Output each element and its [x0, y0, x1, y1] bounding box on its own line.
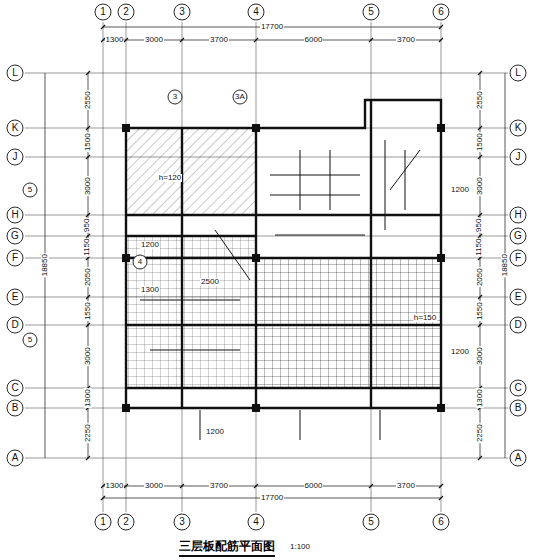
rebar-length: 1200 [205, 428, 225, 436]
axis-bubble-label: H [10, 210, 19, 221]
dimension-text: 3000 [144, 482, 164, 490]
axis-bubble-label: G [513, 231, 523, 242]
axis-bubble-label: 2 [122, 7, 130, 18]
axis-bubble-label: 3 [178, 7, 186, 18]
callout-number: 5 [27, 186, 33, 194]
dimension-text: 18850 [501, 253, 509, 277]
dimension-text: 3700 [396, 482, 416, 490]
rebar-length: 1200 [450, 186, 470, 194]
axis-bubble-label: E [514, 292, 523, 303]
axis-bubble-label: 1 [99, 7, 107, 18]
rebar-length: 2500 [200, 278, 220, 286]
dimension-text: 1300 [476, 388, 484, 408]
axis-bubble-label: G [10, 231, 20, 242]
dimension-text: 3700 [209, 482, 229, 490]
callout-number: 3A [234, 93, 246, 101]
dimension-text: 6000 [304, 482, 324, 490]
dimension-text: 3000 [476, 347, 484, 367]
axis-bubble-label: J [515, 152, 522, 163]
axis-bubble-label: L [514, 68, 522, 79]
dimension-text: 2050 [84, 268, 92, 288]
dimension-text: 2550 [84, 91, 92, 111]
callout-number: 4 [137, 258, 143, 266]
dimension-text: 950 [476, 218, 484, 233]
dimension-text: 3700 [209, 36, 229, 44]
axis-bubble-label: E [11, 292, 20, 303]
dimension-text: 3700 [396, 36, 416, 44]
scale-text: 1:100 [289, 543, 311, 551]
dimension-text: 950 [84, 218, 92, 233]
axis-bubble-label: 6 [437, 517, 445, 528]
axis-bubble-label: J [12, 152, 19, 163]
dimension-text: 2050 [476, 268, 484, 288]
dimension-text: 1150 [476, 237, 484, 256]
axis-bubble-label: 1 [99, 517, 107, 528]
dimension-text: 2250 [84, 423, 92, 443]
axis-bubble-label: C [513, 383, 522, 394]
axis-bubble-label: A [11, 453, 20, 464]
rebar-length: 1300 [140, 286, 160, 294]
axis-bubble-label: A [514, 453, 523, 464]
dimension-text: 1150 [84, 237, 92, 256]
dimension-text: 17700 [260, 23, 284, 31]
axis-bubble-label: F [11, 253, 19, 264]
dimension-text: 2250 [476, 423, 484, 443]
slab-thickness: h=120 [158, 174, 182, 182]
dimension-text: 17700 [260, 494, 284, 502]
dimension-text: 1300 [84, 388, 92, 408]
callout-number: 3 [172, 93, 178, 101]
slab-thickness: h=150 [413, 314, 437, 322]
axis-bubble-label: F [514, 253, 522, 264]
axis-bubble-label: L [11, 68, 19, 79]
drawing-title: 三层板配筋平面图 [179, 538, 275, 557]
dimension-text: 1550 [84, 301, 92, 321]
dimension-text: 2550 [476, 91, 484, 111]
dimension-text: 6000 [304, 36, 324, 44]
axis-bubble-label: K [514, 123, 523, 134]
dimension-text: 18850 [41, 253, 49, 277]
axis-bubble-label: K [11, 123, 20, 134]
axis-bubble-label: 5 [367, 517, 375, 528]
axis-bubble-label: 3 [178, 517, 186, 528]
axis-bubble-label: C [10, 383, 19, 394]
rebar-length: 1200 [140, 241, 160, 249]
dimension-text: 1300 [105, 482, 125, 490]
axis-bubble-label: 2 [122, 517, 130, 528]
dimension-text: 1550 [476, 301, 484, 321]
axis-bubble-label: H [513, 210, 522, 221]
rebar-length: 1200 [450, 348, 470, 356]
axis-bubble-label: D [513, 320, 522, 331]
dimension-text: 1300 [105, 36, 125, 44]
callout-number: 5 [27, 336, 33, 344]
dimension-text: 3000 [84, 347, 92, 367]
axis-bubble-label: 5 [367, 7, 375, 18]
dimension-text: 3000 [84, 176, 92, 196]
axis-bubble-label: 6 [437, 7, 445, 18]
axis-bubble-label: D [10, 320, 19, 331]
axis-bubble-label: B [11, 403, 20, 414]
dimension-text: 3000 [476, 176, 484, 196]
dimension-text: 1500 [84, 133, 92, 153]
axis-bubble-label: B [514, 403, 523, 414]
axis-bubble-label: 4 [252, 7, 260, 18]
axis-bubble-label: 4 [252, 517, 260, 528]
dimension-text: 3000 [144, 36, 164, 44]
dimension-text: 1500 [476, 133, 484, 153]
